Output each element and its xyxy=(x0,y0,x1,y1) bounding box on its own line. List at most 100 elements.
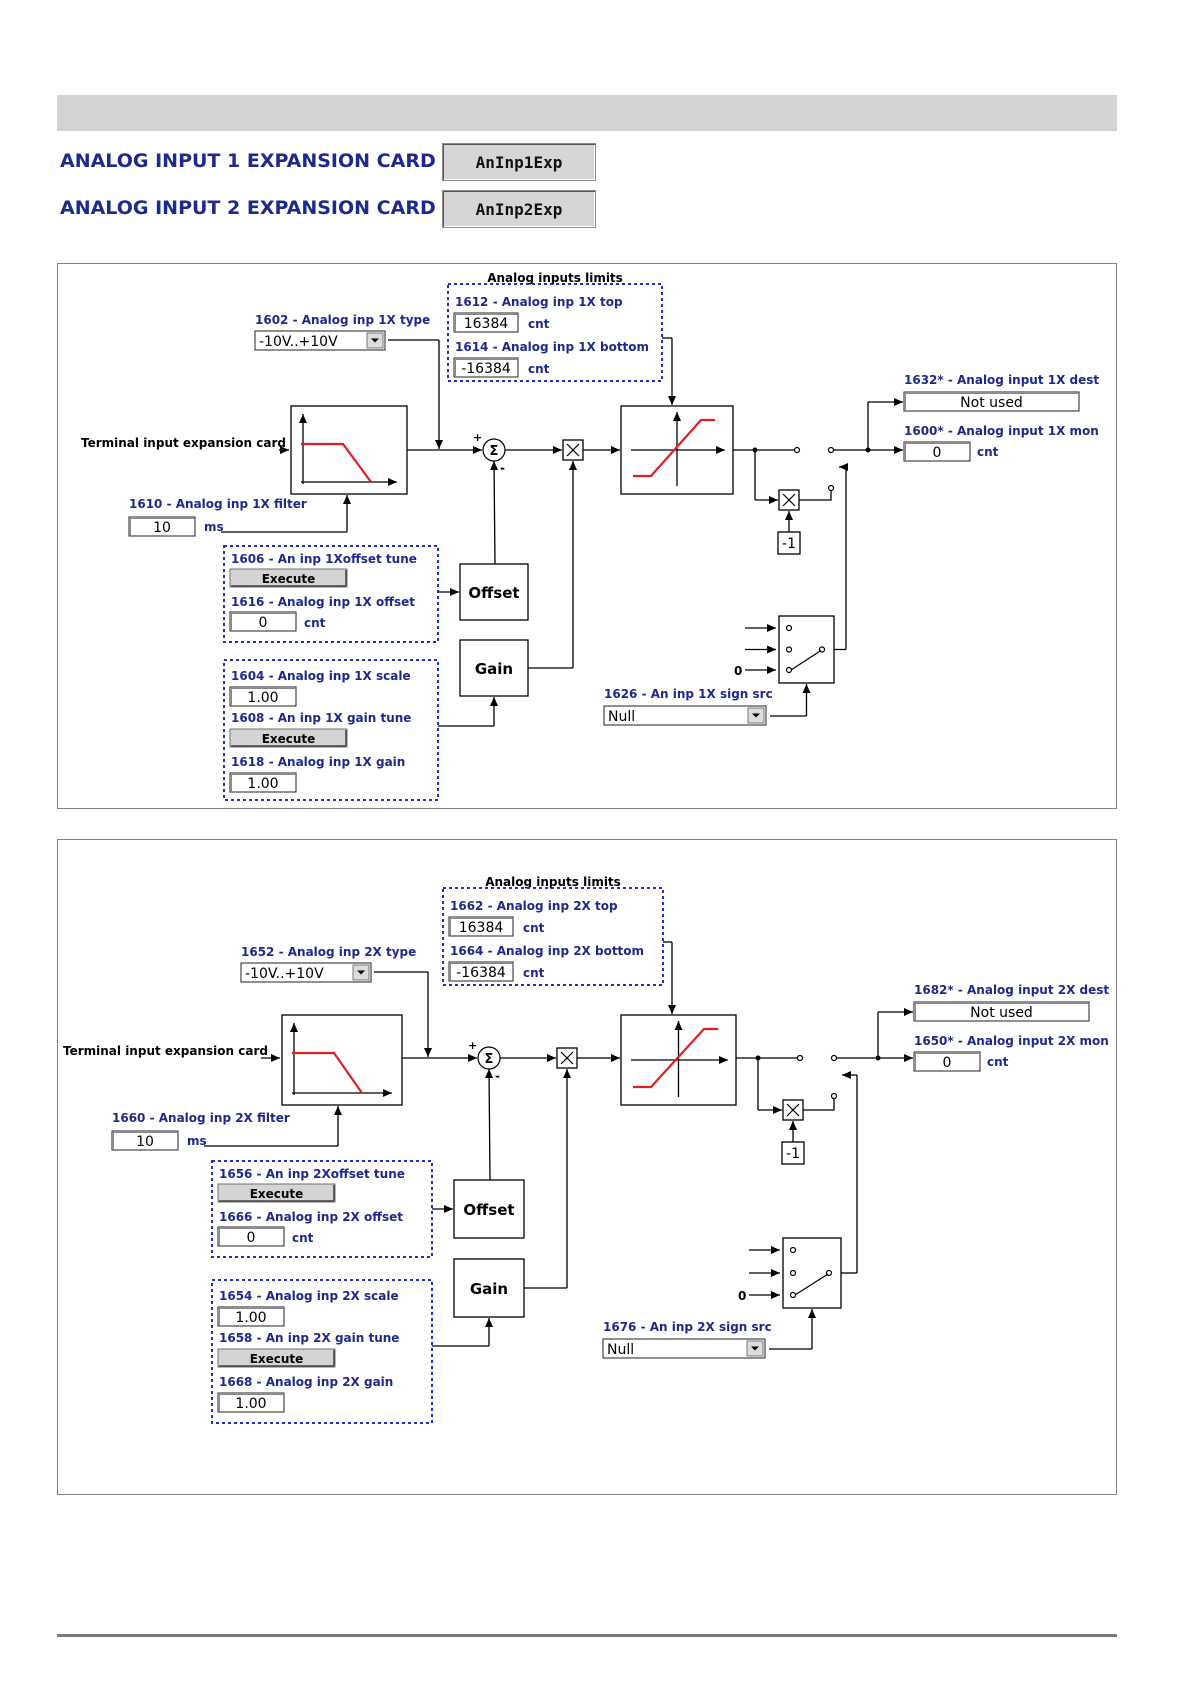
type-label: 1652 - Analog inp 2X type xyxy=(241,945,416,959)
wire-gain-group-to-block xyxy=(485,1318,493,1346)
limits-group-border xyxy=(442,887,664,986)
gain-tune-execute-button[interactable]: Execute xyxy=(217,1348,336,1368)
dest-field[interactable]: Not used xyxy=(913,1001,1090,1022)
filter-field[interactable]: 10 xyxy=(111,1130,179,1151)
field-value: 1.00 xyxy=(247,776,278,792)
chevron-down-icon xyxy=(357,970,365,975)
execute-button-label: Execute xyxy=(262,732,316,746)
gain-label: 1668 - Analog inp 2X gain xyxy=(219,1375,393,1389)
field-value: 10 xyxy=(153,520,171,536)
select-value: -10V..+10V xyxy=(245,966,324,982)
wire-neg-to-mult xyxy=(789,1121,797,1142)
offset-tune-label: 1606 - An inp 1Xoffset tune xyxy=(231,552,417,566)
wire-type-to-main xyxy=(424,972,432,1057)
limits-title: Analog inputs limits xyxy=(487,271,623,285)
gain-block-label: Gain xyxy=(475,660,513,678)
output-switch-contact-1 xyxy=(796,1054,804,1062)
field-value: 0 xyxy=(259,615,268,631)
offset-unit: cnt xyxy=(292,1231,314,1245)
limiter-curve xyxy=(633,1027,718,1089)
wire-sign-src xyxy=(808,1309,816,1349)
terminal-label: Terminal input expansion card xyxy=(63,1044,268,1058)
filter-curve xyxy=(301,442,372,483)
top-field[interactable]: 16384 xyxy=(448,916,514,937)
mon-label: 1600* - Analog input 1X mon xyxy=(904,424,1099,438)
sign-label: 1676 - An inp 2X sign src xyxy=(603,1320,772,1334)
field-value: 1.00 xyxy=(235,1310,266,1326)
offset-field[interactable]: 0 xyxy=(217,1226,285,1247)
top-field[interactable]: 16384 xyxy=(453,312,519,333)
execute-button-label: Execute xyxy=(250,1352,304,1366)
limiter-y-axis xyxy=(673,412,681,486)
zero-label: 0 xyxy=(734,664,742,678)
offset-group-border xyxy=(211,1160,433,1258)
zero-label: 0 xyxy=(738,1289,746,1303)
footer-line xyxy=(57,1634,1117,1637)
offset-tune-execute-button[interactable]: Execute xyxy=(217,1183,336,1203)
select-value: Null xyxy=(608,709,635,725)
gain-block xyxy=(459,639,529,697)
wire-filter-to-sum xyxy=(407,446,482,454)
wire-gain-group-to-block xyxy=(490,697,498,726)
mon-field[interactable]: 0 xyxy=(913,1051,981,1072)
dest-field[interactable]: Not used xyxy=(903,391,1080,412)
filter-y-axis xyxy=(290,1023,298,1095)
sign-multiplier-block xyxy=(782,1099,804,1121)
type-select[interactable]: -10V..+10V xyxy=(254,330,386,351)
aninp1exp-button[interactable]: AnInp1Exp xyxy=(442,143,596,181)
header-bar xyxy=(57,95,1117,131)
field-value: -16384 xyxy=(461,361,511,377)
sign-multiplier-block xyxy=(778,489,800,511)
filter-field[interactable]: 10 xyxy=(128,516,196,537)
gain-field[interactable]: 1.00 xyxy=(217,1392,285,1413)
offset-label: 1616 - Analog inp 1X offset xyxy=(231,595,415,609)
offset-block-label: Offset xyxy=(468,584,519,602)
top-unit: cnt xyxy=(523,921,545,935)
filter-unit: ms xyxy=(204,520,224,534)
field-value: 16384 xyxy=(464,316,509,332)
mon-field[interactable]: 0 xyxy=(903,441,971,462)
gain-label: 1618 - Analog inp 1X gain xyxy=(231,755,405,769)
field-value: 1.00 xyxy=(247,690,278,706)
wire-to-mon xyxy=(878,1054,913,1062)
scale-field[interactable]: 1.00 xyxy=(229,686,297,707)
minus-sign: - xyxy=(500,461,505,475)
wire-limits-to-limiter xyxy=(668,338,676,405)
multiplier-block xyxy=(562,439,584,461)
switch-input-arrow-3 xyxy=(749,1291,780,1299)
field-value: 1.00 xyxy=(235,1396,266,1412)
gain-tune-execute-button[interactable]: Execute xyxy=(229,728,348,748)
chevron-down-icon xyxy=(371,338,379,343)
type-select[interactable]: -10V..+10V xyxy=(240,962,372,983)
bottom-field[interactable]: -16384 xyxy=(453,357,519,378)
wire-offset-to-sum xyxy=(490,460,499,565)
field-value: 16384 xyxy=(459,920,504,936)
filter-label: 1610 - Analog inp 1X filter xyxy=(129,497,307,511)
switch-input-arrow-1 xyxy=(749,1246,780,1254)
offset-tune-execute-button[interactable]: Execute xyxy=(229,568,348,588)
offset-field[interactable]: 0 xyxy=(229,611,297,632)
wire-limits-to-limiter xyxy=(668,942,676,1014)
sign-select[interactable]: Null xyxy=(603,705,767,726)
switch-contact-3 xyxy=(785,666,793,674)
field-value: -16384 xyxy=(456,965,506,981)
bottom-unit: cnt xyxy=(523,966,545,980)
scale-field[interactable]: 1.00 xyxy=(217,1306,285,1327)
wire-to-dest xyxy=(868,398,903,406)
multiplier-block xyxy=(556,1047,578,1069)
wire-terminal-to-filter xyxy=(261,1054,280,1062)
mon-unit: cnt xyxy=(977,445,999,459)
bottom-field[interactable]: -16384 xyxy=(448,961,514,982)
field-value: 0 xyxy=(943,1055,952,1071)
sign-select[interactable]: Null xyxy=(602,1338,766,1359)
filter-x-axis xyxy=(292,1089,392,1097)
gain-field[interactable]: 1.00 xyxy=(229,772,297,793)
filter-curve xyxy=(292,1051,363,1094)
switch-contact-1 xyxy=(785,624,793,632)
limits-title: Analog inputs limits xyxy=(485,875,621,889)
switch-lever xyxy=(790,649,822,671)
aninp2exp-button[interactable]: AnInp2Exp xyxy=(442,190,596,228)
